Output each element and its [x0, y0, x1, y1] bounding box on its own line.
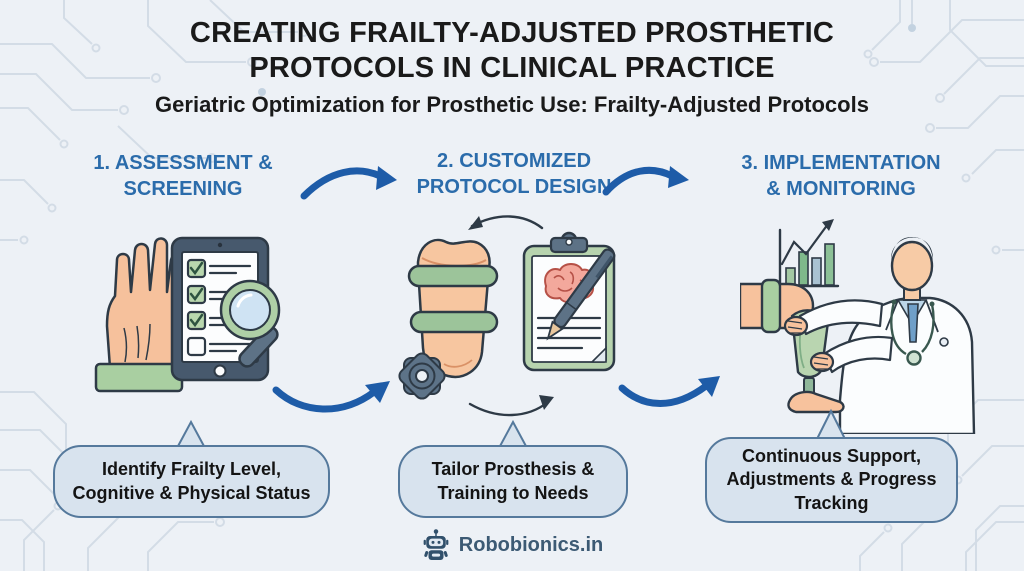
arrow-step1-to-step2-icon	[300, 166, 397, 200]
arrow-step2-to-step3-icon	[602, 166, 689, 196]
arrow-bottom-1-icon	[272, 381, 390, 413]
arrow-bottom-2-icon	[618, 376, 720, 407]
doctor-figure-icon	[838, 237, 976, 434]
assessment-illustration	[94, 236, 281, 393]
gear-icon	[398, 352, 446, 400]
brand-text: Robobionics.in	[458, 533, 604, 556]
callout-assessment: Identify Frailty Level, Cognitive & Phys…	[53, 445, 330, 518]
implementation-illustration	[740, 219, 976, 434]
footer-brand: Robobionics.in	[0, 527, 1024, 563]
step-2-heading: 2. CUSTOMIZED PROTOCOL DESIGN	[416, 150, 612, 199]
robot-icon	[423, 529, 449, 560]
step-1-heading: 1. ASSESSMENT & SCREENING	[93, 152, 273, 201]
page-title-line2: PROTOCOLS IN CLINICAL PRACTICE	[249, 52, 775, 85]
step-3-heading: 3. IMPLEMENTATION & MONITORING	[741, 152, 941, 201]
cycle-arrows-icon	[468, 215, 554, 417]
callout-protocol: Tailor Prosthesis & Training to Needs	[398, 445, 628, 518]
prosthetic-socket-icon	[407, 238, 499, 379]
callout-2-tail-icon	[498, 419, 528, 449]
pen-icon	[546, 248, 616, 341]
page-title: CREATING FRAILTY-ADJUSTED PROSTHETIC PRO…	[0, 16, 1024, 87]
progress-chart-icon	[778, 219, 840, 288]
page-title-line1: CREATING FRAILTY-ADJUSTED PROSTHETIC	[189, 17, 835, 49]
protocol-design-illustration	[398, 215, 616, 417]
callout-implementation: Continuous Support, Adjustments & Progre…	[705, 437, 958, 523]
callout-3-tail-icon	[816, 408, 846, 440]
magnifier-icon	[219, 279, 281, 368]
doctor-hands-icon	[783, 299, 894, 374]
callout-1-tail-icon	[176, 419, 206, 449]
page-subtitle: Geriatric Optimization for Prosthetic Us…	[155, 92, 869, 117]
